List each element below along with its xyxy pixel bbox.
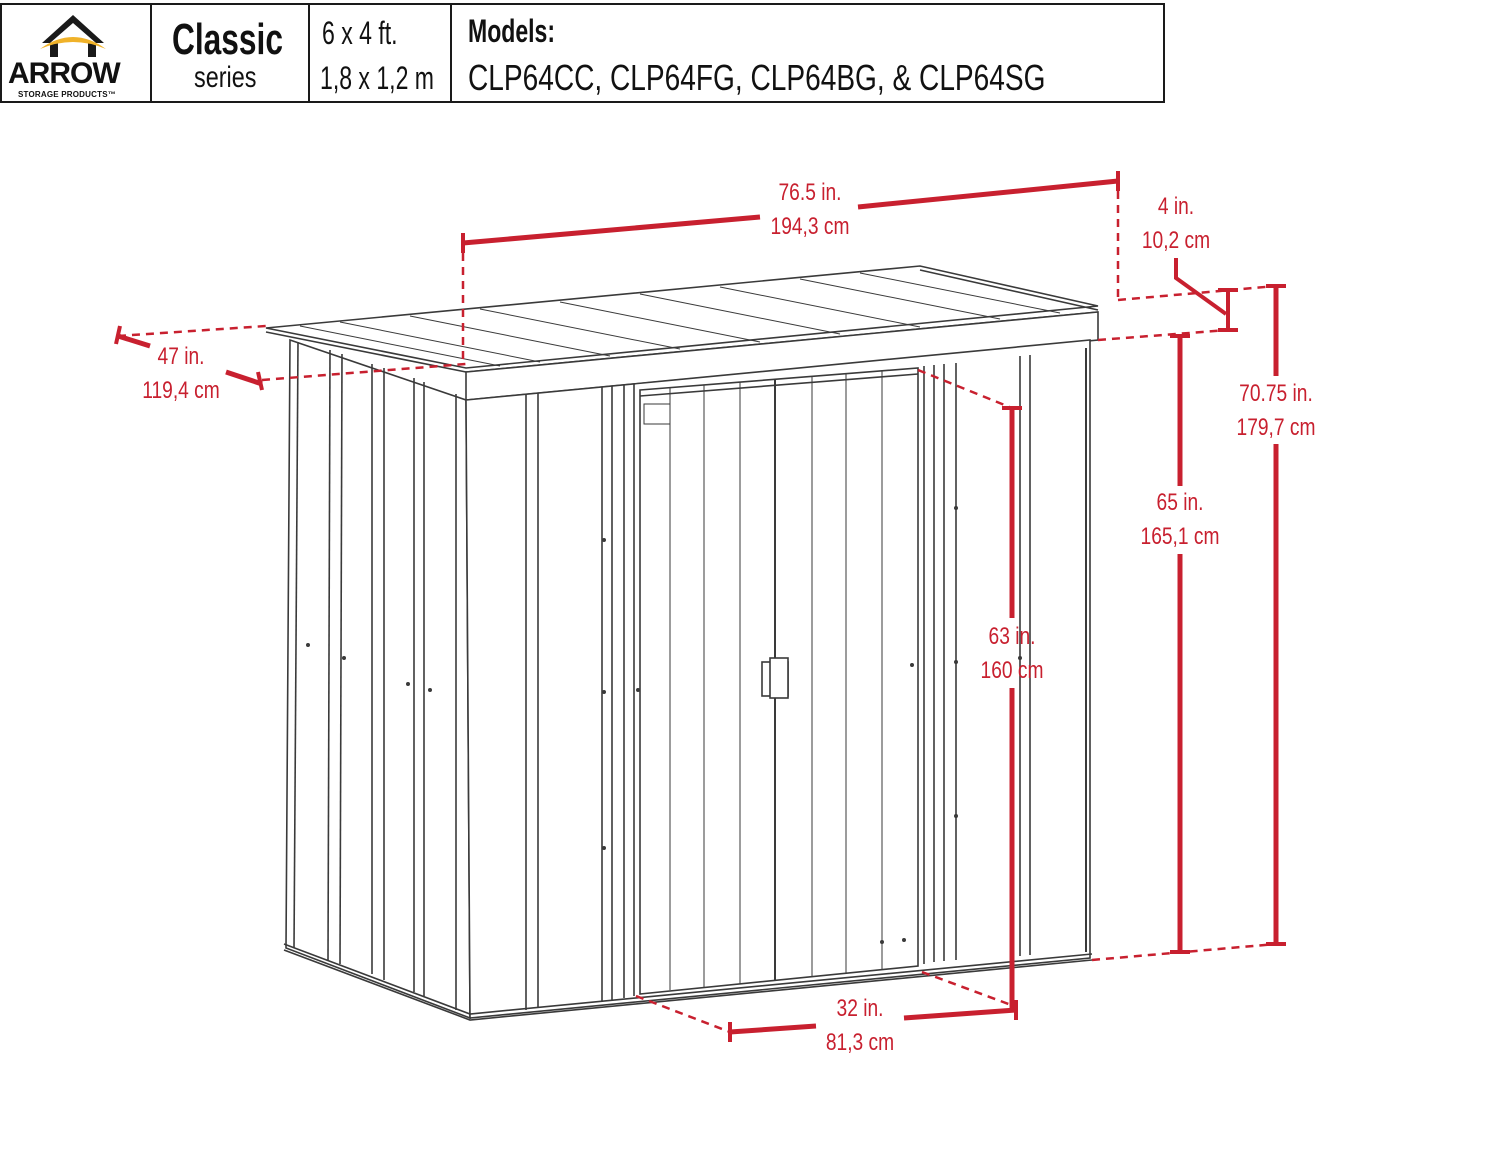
models-cell: Models: CLP64CC, CLP64FG, CLP64BG, & CLP… [452,5,1163,101]
brand-tagline: STORAGE PRODUCTS™ [18,90,116,99]
door-height-dimension-label: 63 in. 160 cm [952,620,1072,688]
door-handle [761,657,789,699]
overhang-metric: 10,2 cm [1141,227,1211,254]
door-height-metric: 160 cm [980,657,1044,684]
house-roof-icon [40,15,106,57]
width-dimension-label: 76.5 in. 194,3 cm [750,176,870,244]
width-metric: 194,3 cm [770,213,850,240]
wall-height-dimension-label: 65 in. 165,1 cm [1120,486,1240,554]
total-height-imperial: 70.75 in. [1239,380,1313,407]
door-width-imperial: 32 in. [836,995,884,1022]
wall-height-imperial: 65 in. [1156,489,1204,516]
depth-imperial: 47 in. [157,343,205,370]
width-imperial: 76.5 in. [778,179,842,206]
total-height-dimension-label: 70.75 in. 179,7 cm [1216,377,1336,445]
base-rail [283,943,1093,1015]
brand-logo: ARROW STORAGE PRODUCTS™ [2,5,152,101]
depth-metric: 119,4 cm [142,377,220,404]
door-badge [643,403,671,425]
total-height-metric: 179,7 cm [1236,414,1316,441]
models-list: CLP64CC, CLP64FG, CLP64BG, & CLP64SG [468,57,1046,98]
overhang-imperial: 4 in. [1157,193,1195,220]
size-imperial: 6 x 4 ft. [322,15,398,51]
size-cell: 6 x 4 ft. 1,8 x 1,2 m [310,5,452,101]
wall-height-metric: 165,1 cm [1140,523,1220,550]
shed-line-art [265,265,1099,1021]
series-label: series [194,61,257,94]
models-label: Models: [468,13,556,49]
series-name: Classic [172,15,283,64]
size-metric: 1,8 x 1,2 m [320,60,434,96]
series-cell: Classic series [152,5,310,101]
door-height-imperial: 63 in. [988,623,1036,650]
overhang-dimension-label: 4 in. 10,2 cm [1126,190,1226,258]
spec-header: ARROW STORAGE PRODUCTS™ Classic series 6… [0,3,1165,103]
door-width-metric: 81,3 cm [825,1029,895,1056]
depth-dimension-label: 47 in. 119,4 cm [126,340,236,408]
brand-name: ARROW [8,57,121,90]
door-width-dimension-label: 32 in. 81,3 cm [800,992,920,1060]
left-wall [285,338,471,1020]
dimension-lines [114,171,1286,1042]
